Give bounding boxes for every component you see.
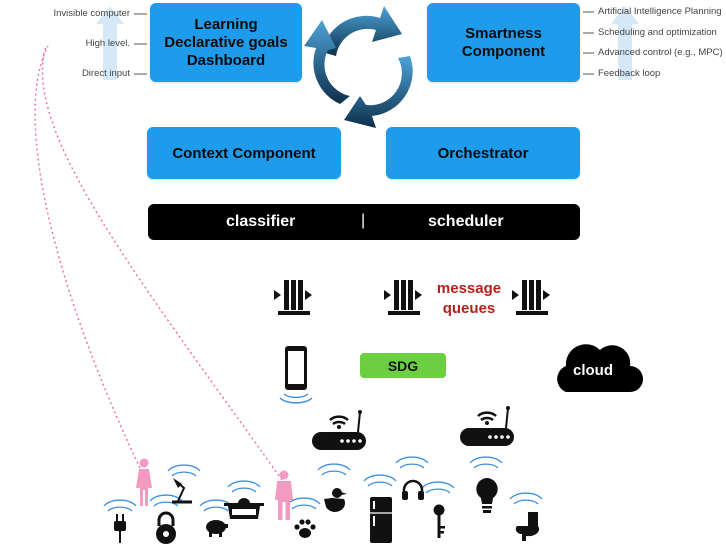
right-scale-label: Advanced control (e.g., MPC) — [598, 47, 723, 58]
phone-icon — [279, 346, 313, 404]
learning-line: Declarative goals — [164, 33, 288, 51]
key-icon — [433, 504, 445, 538]
smartness-line: Component — [461, 42, 546, 60]
piggy-bank-icon — [206, 520, 228, 537]
smartness-line: Smartness — [465, 24, 542, 42]
lamp-icon — [172, 478, 192, 504]
left-level-label: Direct input — [81, 68, 130, 79]
right-scale-label: Scheduling and optimization — [598, 27, 717, 38]
orchestrator-label: Orchestrator — [437, 144, 529, 162]
plug-icon — [114, 514, 126, 543]
left-level-label: High level. — [85, 38, 130, 49]
person-icon — [275, 470, 293, 520]
fridge-icon — [370, 497, 392, 543]
sdg-label: SDG — [387, 357, 419, 374]
scheduler-label: scheduler — [428, 213, 504, 230]
paw-icon — [294, 519, 316, 538]
queue-icon — [512, 280, 550, 315]
person-icon — [136, 458, 152, 506]
classifier-label: classifier — [226, 213, 296, 230]
sdg-box: SDG — [360, 353, 446, 378]
orchestrator-box: Orchestrator — [386, 127, 580, 179]
learning-box: Learning Declarative goals Dashboard — [150, 3, 302, 82]
classifier-scheduler-bar: classifier | scheduler — [148, 204, 580, 240]
message-queues-line: message — [436, 280, 502, 297]
router-icon — [312, 410, 366, 450]
cloud-label: cloud — [573, 362, 613, 379]
duck-icon — [324, 488, 347, 512]
message-queues-line: queues — [442, 300, 496, 317]
learning-line: Learning — [194, 15, 258, 33]
queue-icon — [384, 280, 422, 315]
context-component-box: Context Component — [147, 127, 341, 179]
light-bulb-icon — [476, 478, 498, 513]
queue-icon — [274, 280, 312, 315]
message-queues-label: message queues — [432, 279, 506, 319]
bar-separator: | — [361, 212, 366, 229]
lock-icon — [156, 511, 176, 544]
toilet-icon — [515, 512, 540, 541]
right-scale-label: Artificial Intelligence Planning — [598, 6, 722, 17]
context-component-label: Context Component — [172, 144, 316, 162]
left-level-label: Invisible computer — [53, 8, 130, 19]
pot-icon — [224, 498, 264, 519]
learning-line: Dashboard — [186, 51, 266, 69]
cloud-icon — [557, 344, 643, 392]
router-icon — [460, 406, 514, 446]
smartness-box: Smartness Component — [427, 3, 580, 82]
headphones-icon — [402, 479, 424, 500]
right-scale-label: Feedback loop — [598, 68, 661, 79]
